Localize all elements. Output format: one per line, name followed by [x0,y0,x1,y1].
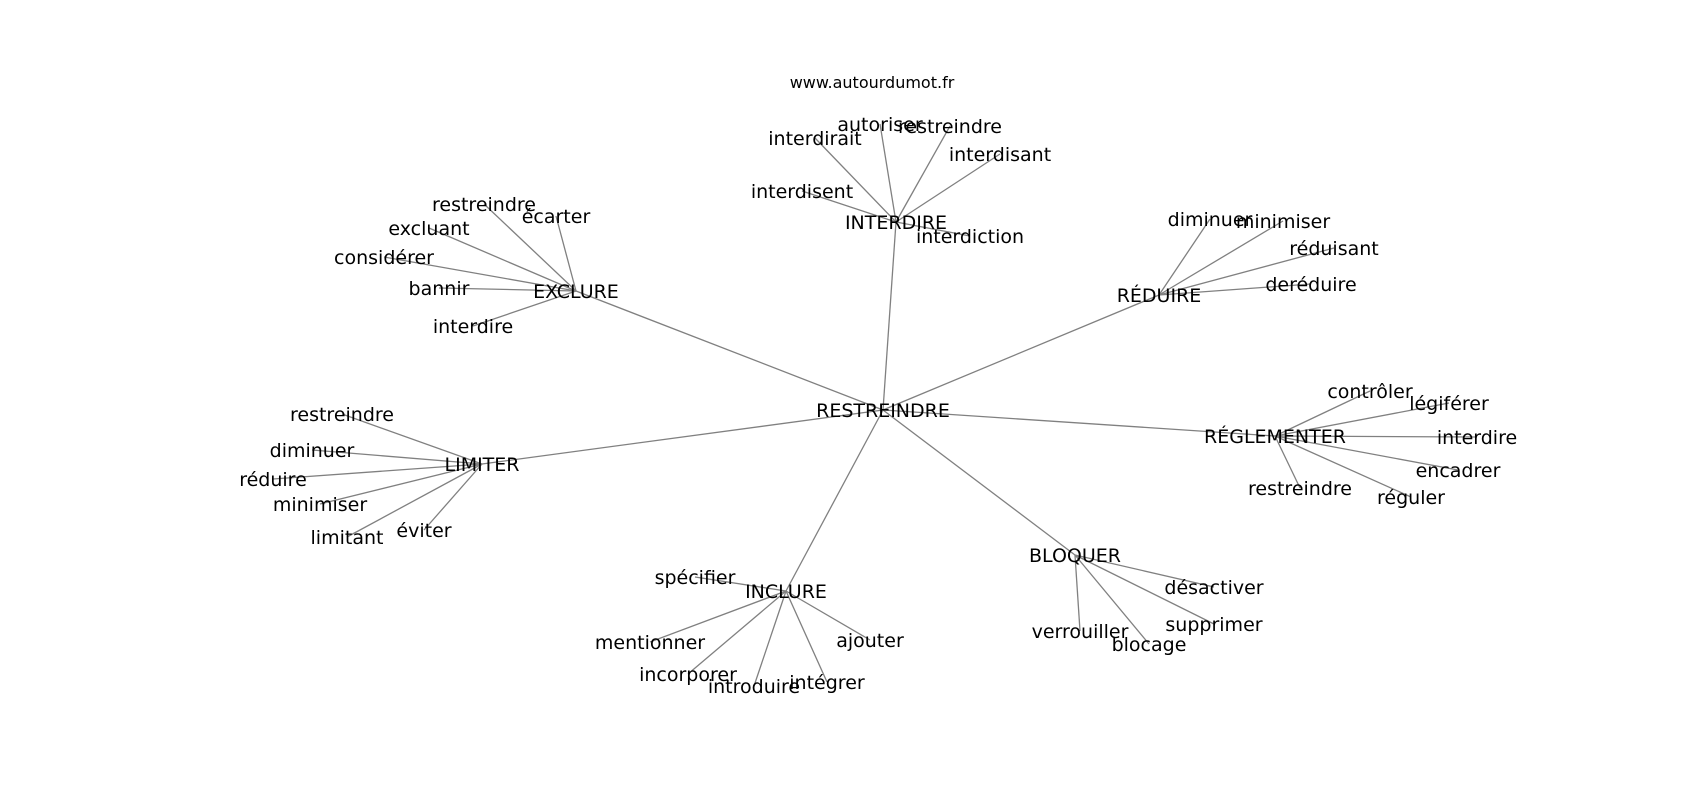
edge-reglementer-legiferer [1274,402,1450,437]
graph-edges [272,123,1478,687]
edge-reduire-reduisant [1158,247,1335,296]
branch-node-interdire[interactable]: INTERDIRE [845,212,947,234]
edge-exclure-bannir [438,287,577,292]
edge-limiter-minimiser [319,463,483,505]
edge-interdire-interdiction [895,221,971,237]
neighbor-node-exclure-bannir[interactable]: bannir [409,278,470,300]
neighbor-node-limiter-limitant[interactable]: limitant [311,527,384,549]
branch-node-exclure[interactable]: EXCLURE [533,281,619,303]
edge-interdire-restreindre [895,125,951,223]
neighbor-node-reglementer-restreindre[interactable]: restreindre [1248,478,1352,500]
edge-bloquer-desactiver [1074,554,1215,588]
edge-bloquer-verrouiller [1074,554,1081,632]
neighbor-node-exclure-considerer[interactable]: considérer [334,247,434,269]
edge-exclure-ecarter [555,215,577,292]
edge-limiter-eviter [423,463,483,531]
edge-bloquer-supprimer [1074,554,1215,625]
edge-center-limiter [481,409,884,465]
edge-reduire-minimiser [1158,220,1284,296]
neighbor-node-inclure-integrer[interactable]: intégrer [789,672,865,694]
edge-reduire-dereduire [1158,283,1312,296]
neighbor-node-reglementer-legiferer[interactable]: légiférer [1409,393,1489,415]
neighbor-node-reglementer-controler[interactable]: contrôler [1327,381,1413,403]
neighbor-node-reduire-minimiser[interactable]: minimiser [1236,211,1330,233]
branch-node-bloquer[interactable]: BLOQUER [1029,545,1121,567]
neighbor-node-bloquer-verrouiller[interactable]: verrouiller [1032,621,1129,643]
edge-limiter-diminuer [311,449,483,465]
edge-reglementer-encadrer [1274,435,1459,471]
center-node-restreindre[interactable]: RESTREINDRE [816,400,950,422]
neighbor-node-inclure-incorporer[interactable]: incorporer [639,664,737,686]
branch-node-reglementer[interactable]: RÉGLEMENTER [1204,425,1346,448]
edge-inclure-incorporer [687,590,787,675]
edge-center-exclure [575,290,884,411]
neighbor-node-reglementer-interdire[interactable]: interdire [1437,427,1517,449]
edge-center-interdire [882,221,897,411]
edge-center-reglementer [882,409,1276,437]
neighbor-node-inclure-specifier[interactable]: spécifier [655,567,736,589]
edge-exclure-interdire [472,290,577,327]
neighbor-node-bloquer-desactiver[interactable]: désactiver [1164,577,1263,599]
neighbor-node-limiter-restreindre[interactable]: restreindre [290,404,394,426]
neighbor-node-interdire-interdiction[interactable]: interdiction [916,226,1024,248]
neighbor-node-reglementer-reguler[interactable]: réguler [1377,487,1445,509]
edge-reglementer-reguler [1274,435,1412,498]
source-url: www.autourdumot.fr [790,73,955,92]
edge-center-reduire [882,294,1160,411]
branch-node-inclure[interactable]: INCLURE [745,581,827,603]
neighbor-node-exclure-ecarter[interactable]: écarter [522,206,591,228]
neighbor-node-interdire-autoriser[interactable]: autoriser [837,114,922,136]
edge-center-inclure [785,409,884,592]
edge-reglementer-interdire [1274,435,1478,438]
neighbor-node-interdire-interdisant[interactable]: interdisant [949,144,1051,166]
neighbor-node-reglementer-encadrer[interactable]: encadrer [1416,460,1501,482]
edge-exclure-considerer [383,256,577,292]
neighbor-node-exclure-interdire[interactable]: interdire [433,316,513,338]
edge-limiter-limitant [346,463,483,538]
edge-limiter-restreindre [341,413,483,465]
edge-inclure-ajouter [785,590,871,641]
neighbor-node-reduire-diminuer[interactable]: diminuer [1168,209,1253,231]
neighbor-node-limiter-eviter[interactable]: éviter [396,520,451,542]
edge-interdire-autoriser [879,123,897,223]
edge-bloquer-blocage [1074,554,1150,645]
edge-interdire-interdirait [814,137,897,223]
branch-node-reduire[interactable]: RÉDUIRE [1117,284,1202,307]
neighbor-node-inclure-introduire[interactable]: introduire [708,676,800,698]
edge-reduire-diminuer [1158,218,1211,296]
neighbor-node-limiter-minimiser[interactable]: minimiser [273,494,367,516]
edge-reglementer-controler [1274,390,1371,437]
edge-inclure-introduire [753,590,787,687]
edge-inclure-integrer [785,590,828,683]
edge-exclure-excluant [428,227,577,292]
graph-labels: autoriserrestreindreinterdiraitinterdisa… [239,114,1517,698]
neighbor-node-inclure-mentionner[interactable]: mentionner [595,632,705,654]
edge-limiter-reduire [272,463,483,480]
neighbor-node-exclure-excluant[interactable]: excluant [388,218,469,240]
neighbor-node-limiter-diminuer[interactable]: diminuer [270,440,355,462]
neighbor-node-inclure-ajouter[interactable]: ajouter [836,630,904,652]
edge-inclure-specifier [694,576,787,592]
edge-reglementer-restreindre [1274,435,1301,489]
edge-interdire-interdisent [801,190,897,223]
neighbor-node-interdire-interdisent[interactable]: interdisent [751,181,853,203]
neighbor-node-exclure-restreindre[interactable]: restreindre [432,194,536,216]
edge-exclure-restreindre [483,203,577,292]
neighbor-node-interdire-interdirait[interactable]: interdirait [768,128,861,150]
neighbor-node-bloquer-supprimer[interactable]: supprimer [1165,614,1262,636]
neighbor-node-interdire-restreindre[interactable]: restreindre [898,116,1002,138]
neighbor-node-reduire-dereduire[interactable]: deréduire [1265,274,1356,296]
branch-node-limiter[interactable]: LIMITER [445,454,520,476]
neighbor-node-limiter-reduire[interactable]: réduire [239,469,307,491]
neighbor-node-reduire-reduisant[interactable]: réduisant [1289,238,1379,260]
neighbor-node-bloquer-blocage[interactable]: blocage [1112,634,1187,656]
edge-interdire-interdisant [895,153,1001,223]
edge-center-bloquer [882,409,1076,556]
edge-inclure-mentionner [649,590,787,643]
